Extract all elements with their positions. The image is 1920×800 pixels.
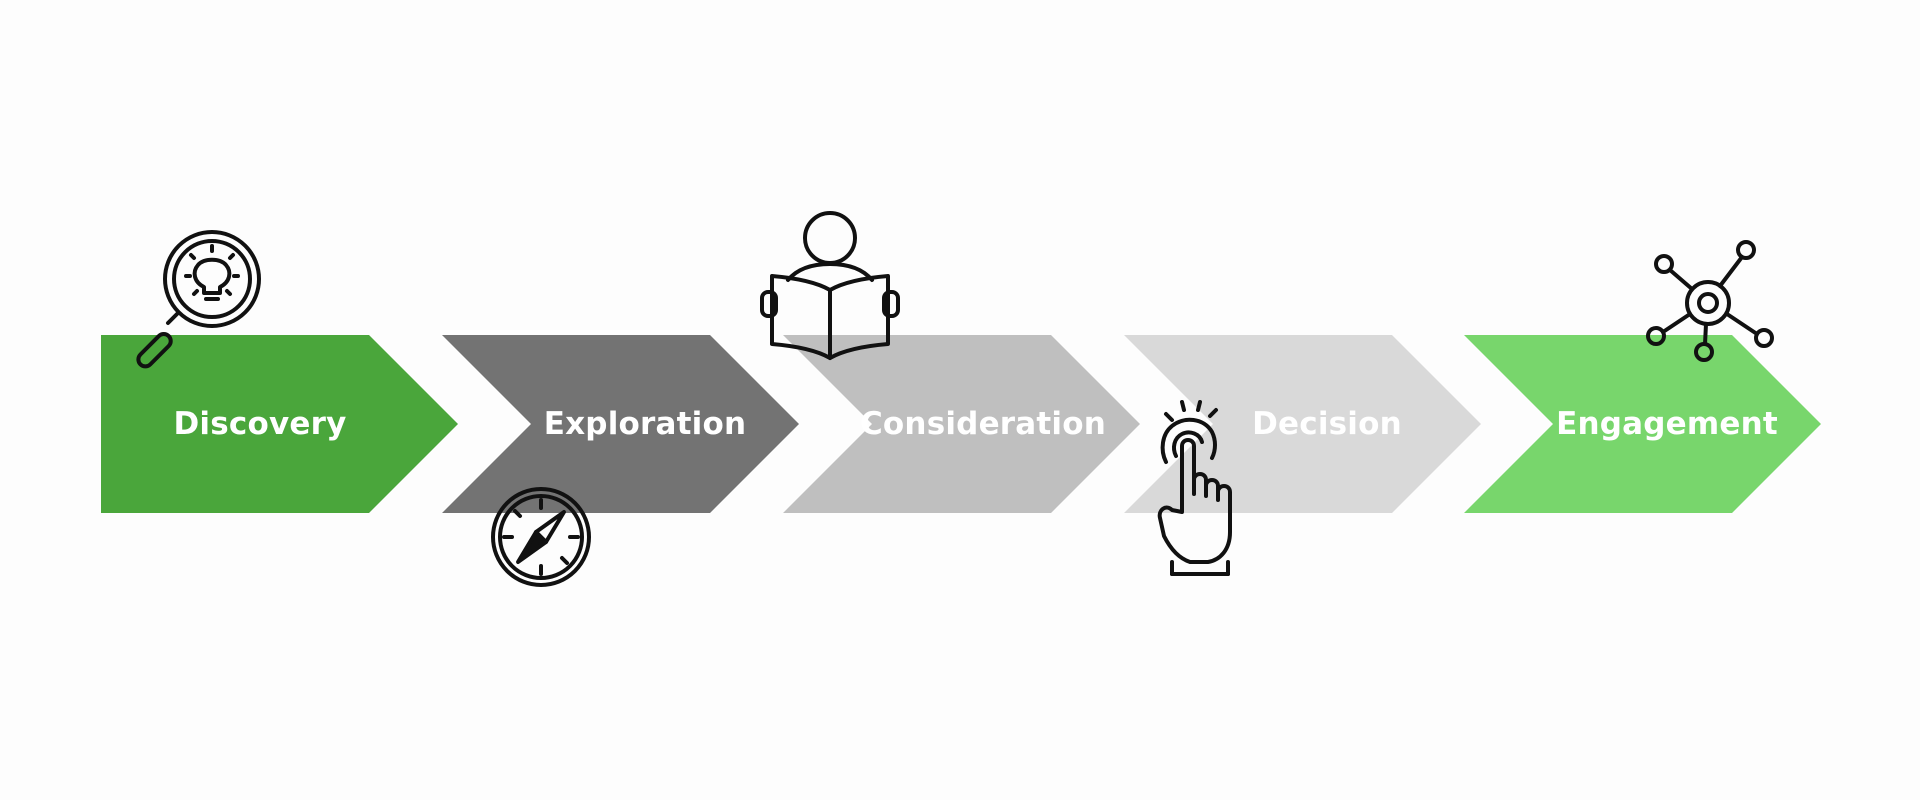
chevron-shape-decision: [1124, 335, 1481, 513]
chevron-shape-exploration: [442, 335, 799, 513]
stage-label-exploration: Exploration: [543, 406, 747, 442]
stage-decision: Decision: [1124, 335, 1481, 513]
magnifier-lightbulb-icon: [128, 226, 268, 369]
hand-pointer-tap-icon: [1157, 398, 1238, 576]
stage-label-decision: Decision: [1252, 406, 1402, 442]
stage-label-engagement: Engagement: [1556, 406, 1778, 442]
chevron-shape-consideration: [783, 335, 1140, 513]
chevron-shape-engagement: [1464, 335, 1821, 513]
compass-icon: [490, 486, 592, 588]
stage-label-discovery: Discovery: [173, 406, 347, 442]
network-hub-icon: [1646, 238, 1774, 362]
stage-label-consideration: Consideration: [859, 406, 1107, 442]
stage-discovery: Discovery: [101, 335, 458, 513]
stage-engagement: Engagement: [1464, 335, 1821, 513]
chevron-shape-discovery: [101, 335, 458, 513]
person-reading-book-icon: [758, 210, 902, 366]
stage-consideration: Consideration: [783, 335, 1140, 513]
stage-exploration: Exploration: [442, 335, 799, 513]
